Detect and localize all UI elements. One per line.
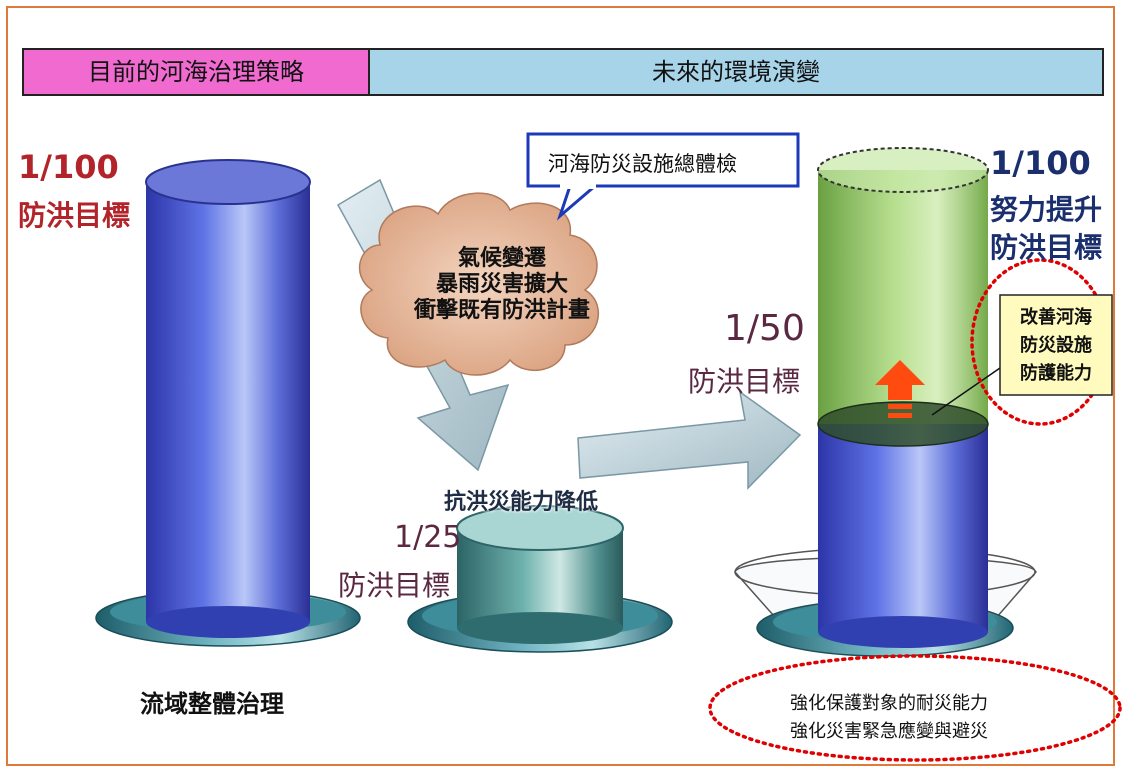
mid-target: 防洪目標 [688, 365, 801, 398]
small-target: 防洪目標 [338, 569, 451, 602]
bottom-note: 強化保護對象的耐災能力 強化災害緊急應變與避災 [790, 690, 988, 746]
left-cylinder [95, 159, 361, 647]
cloud-text: 氣候變遷 暴雨災害擴大 衝擊既有防洪計畫 [412, 246, 592, 324]
improve-line-3: 防護能力 [1020, 363, 1092, 384]
left-target: 防洪目標 [18, 199, 131, 232]
bottom-note-line-2: 強化災害緊急應變與避災 [790, 721, 988, 742]
climate-cloud [358, 192, 600, 376]
middle-cylinder [407, 505, 673, 653]
cloud-line-3: 衝擊既有防洪計畫 [413, 298, 590, 323]
improve-note-box [999, 294, 1113, 396]
improve-line-1: 改善河海 [1020, 307, 1092, 328]
callout-box [526, 132, 800, 221]
small-ratio: 1/25 [394, 520, 462, 555]
improve-note-text: 改善河海 防災設施 防護能力 [1004, 304, 1108, 388]
resilience-highlight-ring [708, 654, 1122, 762]
left-ratio: 1/100 [18, 148, 119, 186]
page-frame [6, 6, 1115, 766]
future-change-banner: 未來的環境演變 [370, 48, 1104, 96]
left-caption: 流域整體治理 [140, 689, 284, 718]
up-arrow-icon [875, 360, 925, 418]
improve-line-2: 防災設施 [1020, 335, 1092, 356]
current-strategy-banner: 目前的河海治理策略 [22, 48, 370, 96]
right-effort-line2: 防洪目標 [990, 231, 1103, 264]
mid-ratio: 1/50 [724, 308, 805, 349]
cloud-line-2: 暴雨災害擴大 [435, 272, 568, 297]
callout-text: 河海防災設施總體檢 [548, 152, 737, 176]
reduced-capacity-label: 抗洪災能力降低 [444, 490, 599, 515]
improve-arrow [577, 390, 802, 490]
note-pointer [931, 367, 1001, 416]
bottom-note-line-1: 強化保護對象的耐災能力 [790, 693, 988, 714]
right-effort-line1: 努力提升 [990, 193, 1103, 226]
right-ratio: 1/100 [990, 144, 1091, 182]
cloud-line-1: 氣候變遷 [457, 246, 546, 271]
